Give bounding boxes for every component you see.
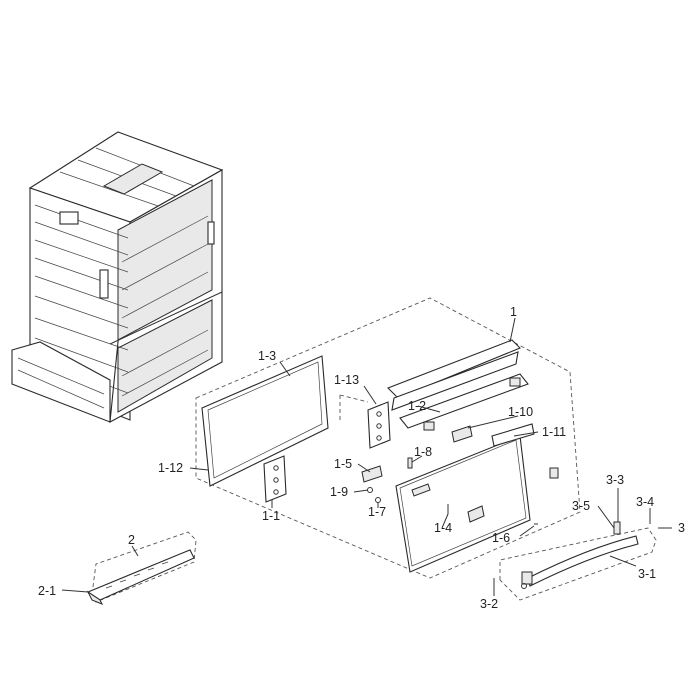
callout-3: 3 [678, 521, 685, 535]
callout-1-13: 1-13 [334, 373, 359, 387]
assembly-1-boundary [195, 297, 581, 579]
bottom-guard-2 [86, 531, 197, 605]
clip-1-8 [407, 457, 413, 469]
rail-assembly-3 [499, 514, 657, 601]
screw-1-7 [375, 497, 381, 503]
callout-1-7: 1-7 [368, 505, 386, 519]
callout-1-8: 1-8 [414, 445, 432, 459]
callout-1-11: 1-11 [542, 425, 566, 439]
callout-1: 1 [510, 305, 517, 319]
callout-3-4: 3-4 [636, 495, 654, 509]
refrigerator-cabinet [11, 131, 224, 423]
bracket-1-1 [263, 455, 287, 503]
callout-1-9: 1-9 [330, 485, 348, 499]
callout-3-1: 3-1 [638, 567, 656, 581]
guide-1-6 [534, 467, 559, 525]
cover-panel-1-3 [201, 355, 329, 487]
callout-1-5: 1-5 [334, 457, 352, 471]
callout-3-3: 3-3 [606, 473, 624, 487]
trim-1-2 [399, 373, 529, 431]
clip-1-5 [361, 465, 383, 483]
callout-1-4: 1-4 [434, 521, 452, 535]
callout-1-1: 1-1 [262, 509, 280, 523]
stopper-3-3 [613, 521, 621, 535]
bracket-1-13 [367, 401, 391, 449]
callout-2-1: 2-1 [38, 584, 56, 598]
callout-1-10: 1-10 [508, 405, 533, 419]
screw-1-9 [367, 487, 373, 493]
callout-1-2: 1-2 [408, 399, 426, 413]
callout-1-3: 1-3 [258, 349, 276, 363]
callout-1-6: 1-6 [492, 531, 510, 545]
leader-lines [61, 317, 672, 596]
drawer-front-1-4 [395, 435, 531, 573]
clip-1-10 [451, 425, 473, 443]
cover-strip-1-11 [491, 423, 535, 447]
callout-1-12: 1-12 [158, 461, 183, 475]
callout-3-2: 3-2 [480, 597, 498, 611]
top-trim-1 [387, 339, 521, 411]
callout-3-5: 3-5 [572, 499, 590, 513]
callout-labels: 1 1-2 1-3 1-13 1-10 1-11 1-8 1-5 1-12 1-… [38, 305, 685, 611]
callout-2: 2 [128, 533, 135, 547]
